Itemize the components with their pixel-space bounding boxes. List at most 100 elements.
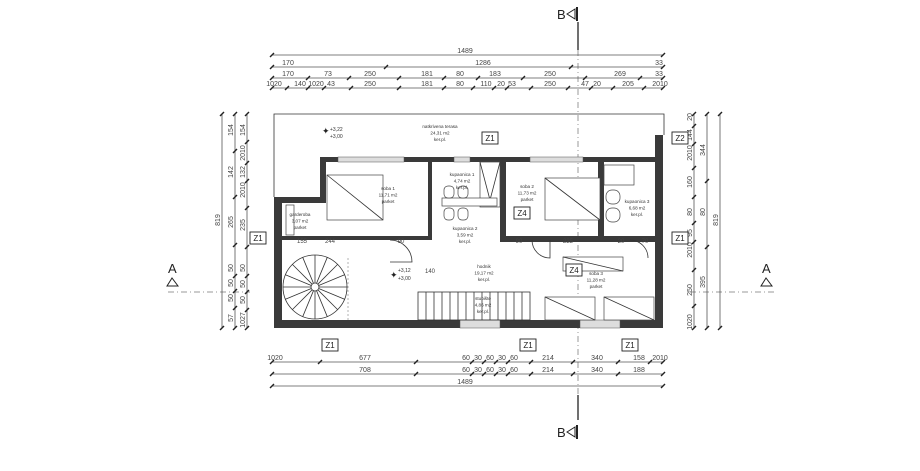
dimension-label: 1489 xyxy=(457,48,473,55)
dimension-label: 50 xyxy=(240,296,247,304)
dimension-label: 30 xyxy=(474,367,482,374)
section-line-b: B B xyxy=(557,7,579,440)
dimension-label: 2010 xyxy=(652,81,668,88)
wall-type-tag: Z2 xyxy=(671,131,689,145)
room-name: stubište xyxy=(475,296,491,301)
level-bottom: +3,00 xyxy=(398,276,411,282)
wall-type-tag: Z1 xyxy=(671,231,689,245)
dimension-label: 33 xyxy=(655,60,663,67)
dimension-label: 20 xyxy=(593,81,601,88)
wall-type-tag: Z1 xyxy=(519,338,537,352)
dimension-label: 50 xyxy=(240,264,247,272)
section-line-a: A A xyxy=(166,261,775,293)
dimension-column: 819 xyxy=(215,111,225,331)
dimension-label: 677 xyxy=(359,355,371,362)
room-name: hodnik xyxy=(477,264,491,269)
room-floor: ker.pl. xyxy=(459,239,471,244)
dimension-label: 183 xyxy=(489,71,501,78)
tag-label: Z1 xyxy=(625,341,635,350)
tag-label: Z1 xyxy=(485,134,495,143)
dimension-label: 140 xyxy=(294,81,306,88)
room-name: natkrivena terasa xyxy=(422,124,458,129)
dimension-label: 1020 xyxy=(267,355,283,362)
dimension-label: 819 xyxy=(215,214,222,226)
dimension-label: 50 xyxy=(228,279,235,287)
room-floor: ker.pl. xyxy=(456,185,468,190)
dimension-label: 170 xyxy=(282,60,294,67)
room-floor: parket xyxy=(294,225,307,230)
level-top: +3,22 xyxy=(330,127,343,133)
section-arrow-icon xyxy=(566,8,576,20)
crosshair-icon: ✦ xyxy=(390,270,398,280)
dimension-label: 33 xyxy=(655,71,663,78)
room-name: soba 3 xyxy=(589,271,603,276)
dimension-label: 144 xyxy=(687,129,694,141)
straight-stairs xyxy=(417,291,531,321)
room-floor: ker.pl. xyxy=(631,212,643,217)
dimension-row: 1489 xyxy=(269,379,666,389)
dimension-label: 1020 xyxy=(308,81,324,88)
inner-dim: 155 xyxy=(297,239,308,245)
dimension-label: 1489 xyxy=(457,379,473,386)
room-name: kupaonica 3 xyxy=(625,199,650,204)
spiral-stairs xyxy=(282,254,348,320)
dimension-label: 819 xyxy=(713,214,720,226)
section-arrow-icon xyxy=(166,277,179,287)
dimension-label: 60 xyxy=(462,355,470,362)
inner-dim: 70 xyxy=(642,239,649,245)
level-bottom: +3,00 xyxy=(330,134,343,140)
room-name: garderoba xyxy=(290,212,311,217)
dimension-column: 819 xyxy=(713,111,723,331)
dimension-label: 154 xyxy=(228,124,235,136)
inner-dim: 140 xyxy=(425,269,436,275)
dimension-label: 2010 xyxy=(240,182,247,198)
dimension-label: 60 xyxy=(486,367,494,374)
dimension-label: 250 xyxy=(544,71,556,78)
tag-label: Z1 xyxy=(523,341,533,350)
dimension-label: 30 xyxy=(474,355,482,362)
inner-dim: 20 xyxy=(618,239,625,245)
dimension-label: 50 xyxy=(228,264,235,272)
dimension-label: 2010 xyxy=(240,145,247,161)
section-arrow-icon xyxy=(566,426,576,438)
dimension-label: 30 xyxy=(498,367,506,374)
dimension-label: 160 xyxy=(687,176,694,188)
dimension-label: 170 xyxy=(282,71,294,78)
dimension-label: 80 xyxy=(456,71,464,78)
dimension-row: 170 1286 33 xyxy=(269,60,666,70)
room-area: 11,28 m2 xyxy=(587,278,606,283)
dimension-label: 2010 xyxy=(687,145,694,161)
section-marker-a-right: A xyxy=(762,261,771,276)
dimension-label: 132 xyxy=(240,166,247,178)
dimension-label: 181 xyxy=(421,81,433,88)
dimension-label: 250 xyxy=(544,81,556,88)
room-floor: parket xyxy=(521,197,534,202)
dimension-label: 95 xyxy=(687,229,694,237)
dimension-label: 340 xyxy=(591,355,603,362)
dimension-label: 250 xyxy=(364,71,376,78)
inner-dim: 225 xyxy=(563,239,574,245)
level-mark-hall: ✦ +3,12 +3,00 xyxy=(390,268,411,282)
dimension-label: 250 xyxy=(687,284,694,296)
dimension-label: 1020 xyxy=(687,314,694,330)
dimension-label: 43 xyxy=(327,81,335,88)
dimension-label: 708 xyxy=(359,367,371,374)
dimension-label: 1286 xyxy=(475,60,491,67)
room-floor: parket xyxy=(590,284,603,289)
dimension-label: 1020 xyxy=(266,81,282,88)
tag-label: Z1 xyxy=(253,234,263,243)
